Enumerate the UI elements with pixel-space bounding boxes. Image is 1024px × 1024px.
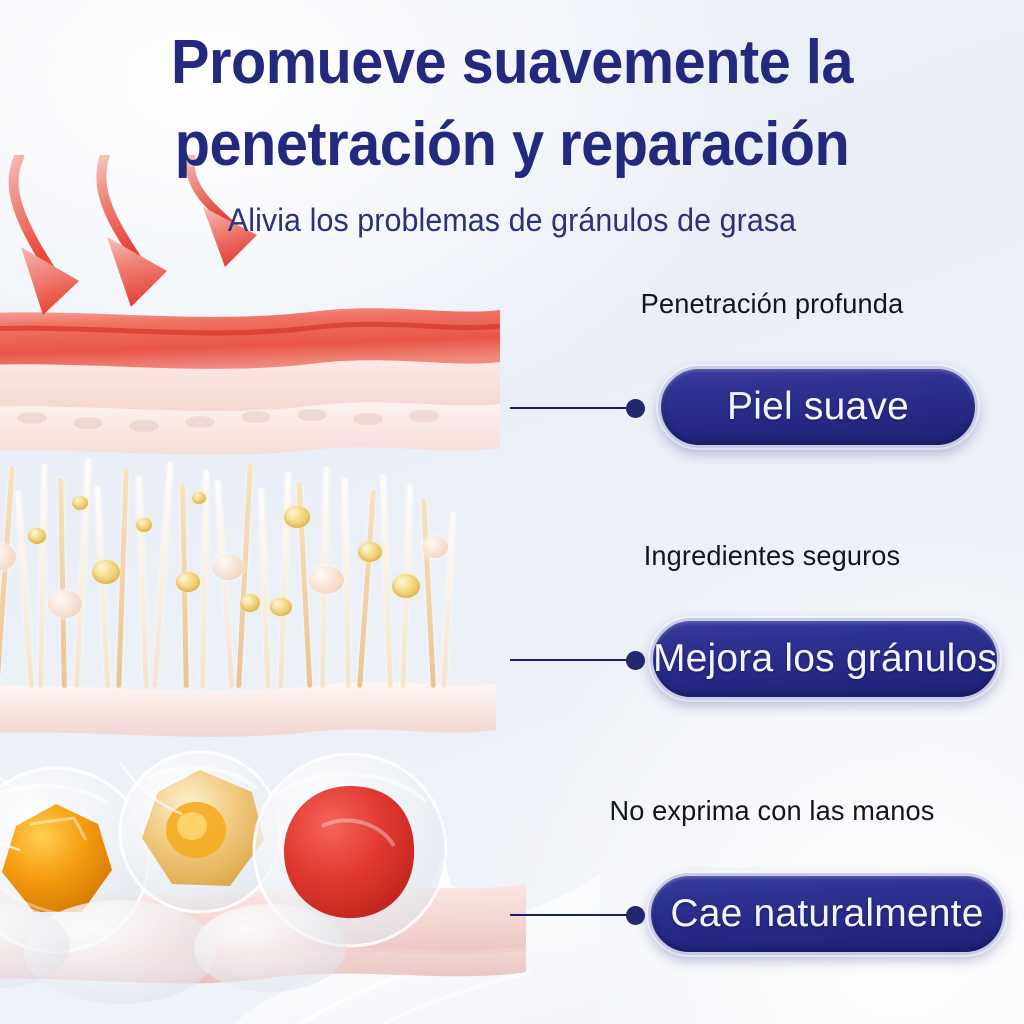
callout-caption: Penetración profunda — [640, 288, 904, 319]
sebum-cells-group — [0, 750, 448, 1004]
callout-pill-piel-suave[interactable]: Piel suave — [658, 366, 978, 448]
connector-line-icon — [510, 659, 632, 661]
dermis-fiber-layer — [0, 448, 480, 706]
skin-cross-section-model — [0, 155, 600, 1024]
page-subheadline: Alivia los problemas de gránulos de gras… — [227, 202, 797, 238]
callout-caption: Ingredientes seguros — [643, 540, 901, 571]
callouts-column: Penetración profunda Piel suave Ingredie… — [500, 0, 1024, 1024]
callout-pill-cae-naturalmente[interactable]: Cae naturalmente — [648, 873, 1006, 955]
connector-dot-icon — [626, 651, 645, 670]
cell-filaments — [0, 761, 183, 852]
callout-pill-mejora-los-granulos[interactable]: Mejora los gránulos — [650, 618, 1000, 700]
penetration-arrow-1 — [8, 155, 79, 315]
cell-base-lobes — [0, 900, 346, 1004]
page-headline: Promueve suavemente la penetración y rep… — [36, 22, 988, 186]
connector-line-icon — [510, 407, 632, 409]
callout-connector — [510, 903, 650, 927]
headline-line-2: penetración y reparación — [174, 109, 850, 179]
callout-no-squeezing: No exprima con las manos Cae naturalment… — [500, 795, 1024, 955]
callout-deep-penetration: Penetración profunda Piel suave — [500, 288, 1024, 448]
callout-connector — [510, 648, 650, 672]
penetration-arrow-2 — [96, 155, 167, 307]
connector-line-icon — [510, 914, 632, 916]
callout-connector — [510, 396, 650, 420]
callout-caption: No exprima con las manos — [609, 795, 935, 826]
callout-safe-ingredients: Ingredientes seguros Mejora los gránulos — [500, 540, 1024, 700]
connector-dot-icon — [626, 906, 645, 925]
penetration-arrow-3 — [185, 155, 257, 267]
headline-line-1: Promueve suavemente la — [170, 28, 854, 97]
connector-dot-icon — [626, 399, 645, 418]
penetration-arrows-group — [8, 155, 257, 315]
hypodermis-layer — [0, 682, 496, 737]
sebum-cell-amber — [118, 750, 282, 914]
epidermis-layer — [0, 308, 500, 455]
